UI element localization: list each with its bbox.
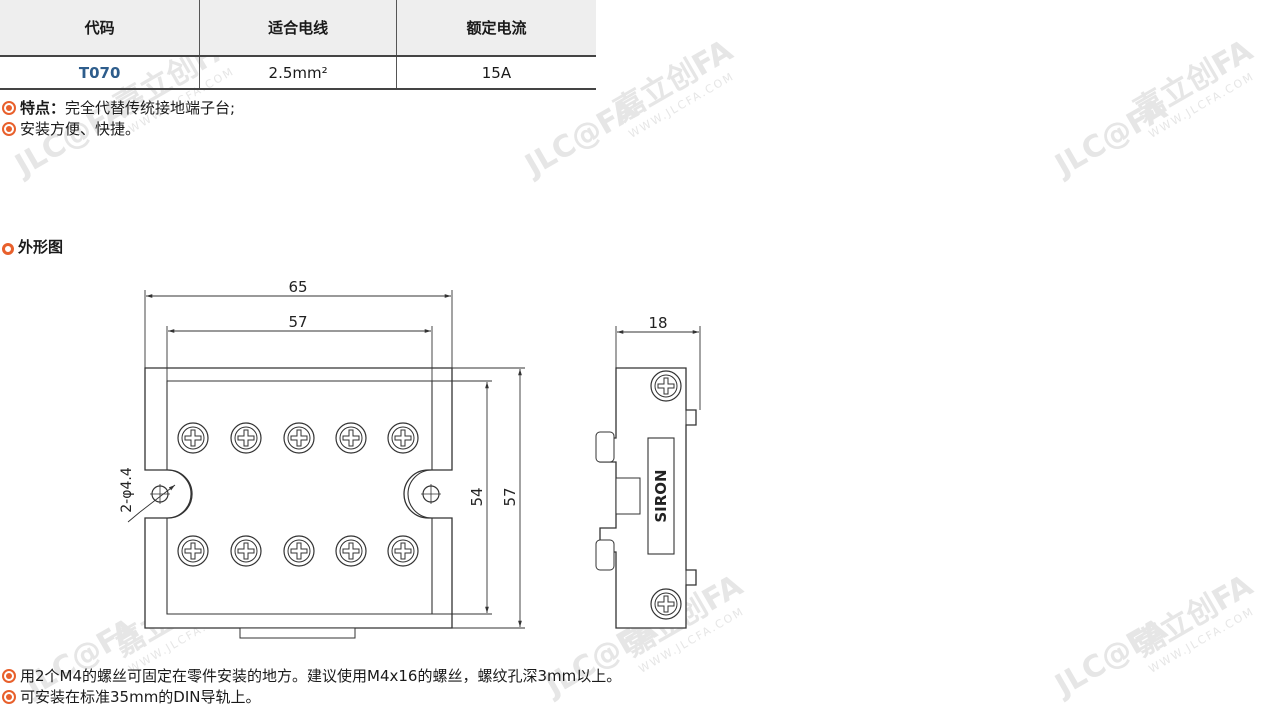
ring-bullet-icon [2, 243, 14, 255]
screw-icon [650, 370, 682, 402]
screw-icon [387, 535, 419, 567]
feature-label: 特点： [20, 99, 66, 117]
screw-icon [335, 422, 367, 454]
column-header-code: 代码 [0, 0, 201, 57]
screw-icon [177, 422, 209, 454]
side-view [595, 367, 697, 629]
cell-code: T070 [0, 56, 201, 90]
column-header-current: 额定电流 [396, 0, 596, 57]
screw-icon [230, 422, 262, 454]
bullet-icon [2, 101, 16, 115]
brand-label: SIRON [652, 469, 670, 522]
outline-section-title: 外形图 [2, 237, 63, 257]
note-line-1: 用2个M4的螺丝可固定在零件安装的地方。建议使用M4x16的螺丝，螺纹孔深3mm… [2, 666, 621, 686]
outline-title-text: 外形图 [18, 238, 64, 256]
note-text-2: 可安装在标准35mm的DIN导轨上。 [20, 688, 261, 706]
note-text-1: 用2个M4的螺丝可固定在零件安装的地方。建议使用M4x16的螺丝，螺纹孔深3mm… [20, 667, 622, 685]
screw-icon [650, 588, 682, 620]
bullet-icon [2, 690, 16, 704]
feature-line-1: 特点：完全代替传统接地端子台; [2, 98, 235, 118]
column-header-wire: 适合电线 [199, 0, 397, 57]
dim-hole: 2-φ4.4 [119, 467, 135, 513]
dim-width-outer: 65 [288, 278, 307, 296]
bullet-icon [2, 669, 16, 683]
table-row: T070 2.5mm² 15A [0, 56, 596, 90]
cell-current: 15A [396, 56, 596, 90]
screw-icon [283, 535, 315, 567]
feature-text-1: 完全代替传统接地端子台; [65, 99, 236, 117]
screw-icon [230, 535, 262, 567]
screw-icon [335, 535, 367, 567]
screw-icon [283, 422, 315, 454]
dim-height-inner: 54 [468, 487, 486, 506]
cell-wire: 2.5mm² [199, 56, 397, 90]
screw-icon [177, 535, 209, 567]
dim-depth: 18 [648, 314, 667, 332]
table-header-row: 代码 适合电线 额定电流 [0, 0, 596, 57]
screw-icon [387, 422, 419, 454]
note-line-2: 可安装在标准35mm的DIN导轨上。 [2, 687, 261, 707]
feature-text-2: 安装方便、快捷。 [20, 120, 141, 138]
front-view [144, 367, 453, 639]
spec-table: 代码 适合电线 额定电流 T070 2.5mm² 15A [0, 0, 596, 90]
feature-line-2: 安装方便、快捷。 [2, 119, 140, 139]
dim-height-outer: 57 [501, 487, 519, 506]
dim-width-inner: 57 [288, 313, 307, 331]
bullet-icon [2, 122, 16, 136]
